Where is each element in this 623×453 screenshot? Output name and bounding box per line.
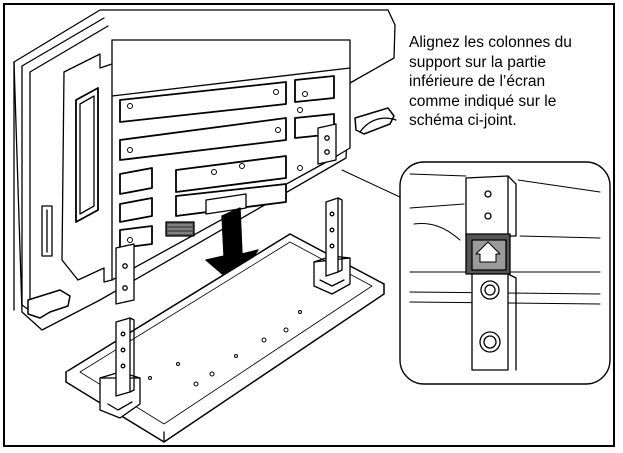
speaker-grille xyxy=(165,221,195,237)
stand-base xyxy=(65,197,385,443)
assembly-instruction-text: Alignez les colonnes du support sur la p… xyxy=(409,34,572,130)
stand-post-right xyxy=(313,197,351,295)
detail-callout xyxy=(341,161,611,385)
tv-panel-back xyxy=(13,9,397,331)
stand-post-left xyxy=(99,317,141,419)
screw-holes xyxy=(127,89,308,243)
